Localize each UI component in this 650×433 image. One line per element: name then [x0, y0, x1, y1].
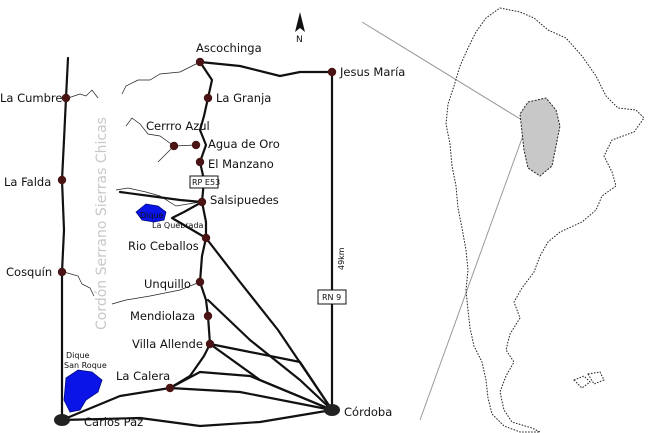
north-arrow: N: [295, 12, 305, 45]
road-villa-allende-a: [208, 342, 334, 412]
label-cerro-azul: Cerrro Azul: [146, 119, 210, 133]
road-la-calera-carlos-paz: [60, 386, 172, 422]
label-dique-san-roque-1: Dique: [66, 351, 90, 360]
road-salsipuedes-west: [118, 190, 204, 204]
lake-la-quebrada: [135, 203, 167, 223]
north-label: N: [296, 35, 303, 45]
dot-salsipuedes: [197, 197, 207, 207]
roads: [60, 56, 334, 428]
label-carlos-paz: Carlos Paz: [84, 415, 143, 429]
label-la-cumbre: La Cumbre: [0, 91, 62, 105]
connector-line-bottom: [419, 129, 526, 421]
dot-la-calera: [165, 383, 175, 393]
range-label: Cordón Serrano Sierras Chicas: [94, 117, 110, 330]
dot-villa-allende: [205, 339, 215, 349]
road-la-calera-cordoba: [168, 386, 334, 412]
dot-unquillo: [195, 277, 205, 287]
label-la-falda: La Falda: [4, 175, 51, 189]
argentina-outline: [445, 7, 645, 433]
road-villa-allende-b: [208, 342, 334, 412]
road-west: [60, 56, 70, 422]
label-cordoba: Córdoba: [344, 405, 392, 419]
river-unquillo: [111, 281, 201, 305]
road-la-calera-b: [168, 370, 334, 412]
distance-label: 49km: [337, 247, 346, 270]
falklands-east: [587, 371, 605, 385]
dot-la-granja: [203, 93, 213, 103]
dot-ascochinga: [195, 57, 205, 67]
dot-cerro-azul: [169, 141, 179, 151]
dam-labels: Dique La Quebrada Dique San Roque: [64, 211, 204, 370]
label-la-granja: La Granja: [216, 91, 271, 105]
dot-la-falda: [57, 175, 67, 185]
cordoba-province: [519, 97, 561, 177]
dot-jesus-maria: [327, 67, 337, 77]
river-ascochinga: [121, 61, 201, 95]
north-arrow-icon: [295, 12, 305, 32]
label-dique-la-quebrada-1: Dique: [140, 211, 164, 220]
route-rn-box: [317, 289, 347, 305]
road-unquillo-cordoba: [206, 298, 334, 412]
route-rp-label: RP E53: [192, 178, 220, 187]
label-el-manzano: El Manzano: [208, 157, 274, 171]
label-unquillo: Unquillo: [144, 277, 191, 291]
label-la-calera: La Calera: [116, 369, 170, 383]
road-salsipuedes-branch: [170, 200, 208, 240]
route-rp-shield: RP E53: [189, 175, 220, 189]
dot-agua-de-oro: [191, 140, 201, 150]
river-cosquin: [63, 271, 95, 297]
label-ascochinga: Ascochinga: [196, 41, 262, 55]
dot-la-cumbre: [61, 93, 71, 103]
route-rn-shield: RN 9: [317, 289, 347, 305]
lakes: [63, 203, 167, 413]
dot-carlos-paz: [54, 414, 70, 426]
dot-cordoba: [324, 404, 340, 416]
falklands-west: [573, 375, 591, 389]
dot-el-manzano: [195, 157, 205, 167]
label-mendiolaza: Mendiolaza: [130, 309, 195, 323]
argentina-inset: [361, 7, 645, 433]
dot-mendiolaza: [203, 311, 213, 321]
route-rn-label: RN 9: [322, 293, 341, 302]
rivers: [63, 61, 201, 305]
connector-line-top: [361, 21, 531, 126]
road-carlos-paz-cordoba: [60, 408, 334, 428]
dot-cosquin: [57, 267, 67, 277]
label-villa-allende: Villa Allende: [132, 337, 203, 351]
lake-san-roque: [63, 369, 103, 413]
road-ascochinga-jesus-maria: [198, 60, 334, 78]
label-dique-la-quebrada-2: La Quebrada: [152, 221, 204, 230]
label-cosquin: Cosquín: [6, 265, 52, 279]
route-rp-box: [189, 175, 219, 189]
town-dots: [57, 57, 337, 393]
river-quebrada: [115, 187, 201, 207]
label-agua-de-oro: Agua de Oro: [208, 137, 280, 151]
dot-rio-ceballos: [201, 233, 211, 243]
label-rio-ceballos: Rio Ceballos: [128, 239, 199, 253]
label-jesus-maria: Jesus María: [339, 65, 405, 79]
town-labels: Ascochinga Jesus María La Cumbre La Gran…: [0, 41, 405, 429]
label-salsipuedes: Salsipuedes: [210, 193, 279, 207]
river-la-cumbre: [67, 89, 99, 99]
label-dique-san-roque-2: San Roque: [64, 361, 107, 370]
